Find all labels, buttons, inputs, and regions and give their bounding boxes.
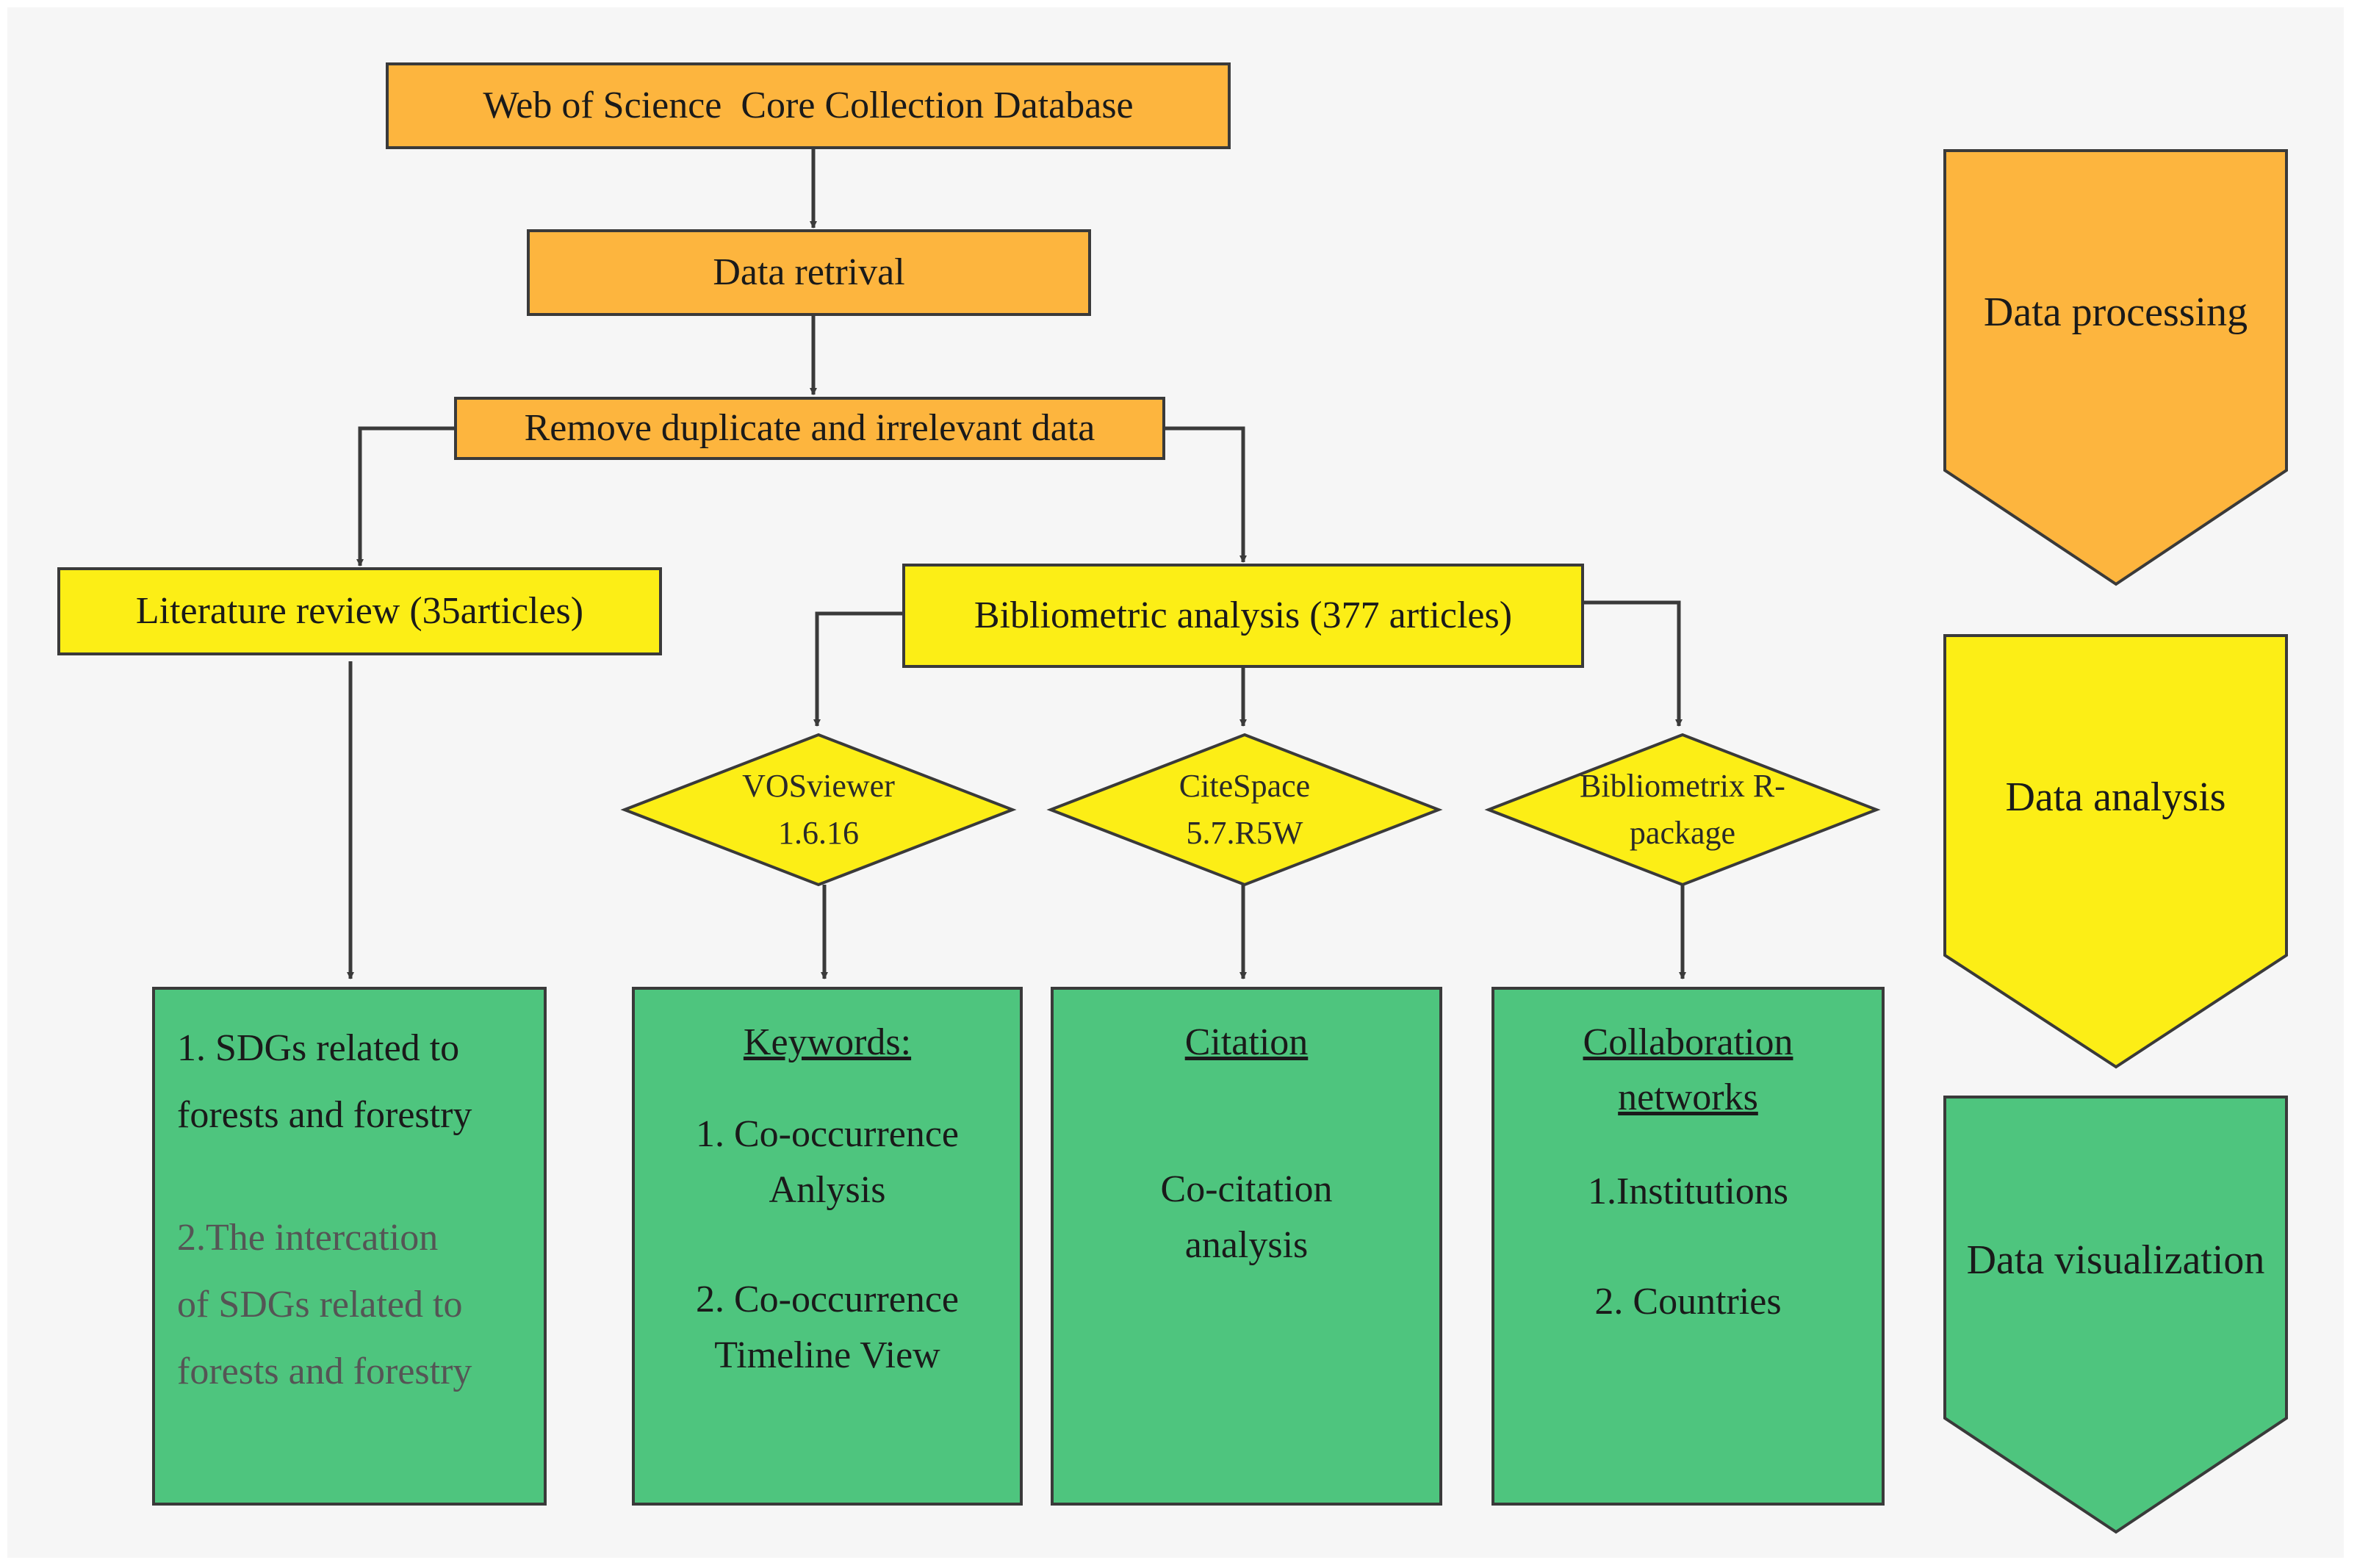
- sdgs-item-2-line-1: 2.The intercation: [177, 1217, 439, 1259]
- stage-analysis-shape: [1943, 634, 2288, 1069]
- vosviewer-diamond: [620, 733, 1017, 887]
- source-database-box: Web of Science Core Collection Database: [386, 62, 1231, 149]
- citation-title: Citation: [1184, 1021, 1309, 1063]
- citespace-diamond: [1046, 733, 1443, 887]
- remove-duplicates-box: Remove duplicate and irrelevant data: [454, 397, 1165, 460]
- arrow-clean-to-bibliometric: [1165, 426, 1247, 563]
- sdgs-item-2-line-3: forests and forestry: [177, 1351, 472, 1392]
- bibliometrix-label: Bibliometrix R- package: [1543, 760, 1822, 860]
- sdgs-item-2-line-2: of SDGs related to: [177, 1284, 463, 1326]
- citespace-name: CiteSpace: [1178, 768, 1311, 805]
- vosviewer-label: VOSviewer 1.6.16: [701, 760, 936, 860]
- citation-item-1-line-1: Co-citation: [1160, 1168, 1333, 1211]
- stage-visualization-label: Data visualization: [1966, 1237, 2265, 1283]
- citation-result-box: Citation Co-citation analysis: [1051, 987, 1442, 1506]
- sdgs-item-1-line-2: forests and forestry: [177, 1094, 472, 1136]
- collaboration-result-box: Collaboration networks 1.Institutions 2.…: [1491, 987, 1885, 1506]
- keywords-item-2-line-2: Timeline View: [714, 1334, 940, 1376]
- citation-item-1-line-2: analysis: [1184, 1223, 1309, 1266]
- keywords-title: Keywords:: [743, 1021, 912, 1063]
- citespace-label: CiteSpace 5.7.R5W: [1127, 760, 1362, 860]
- data-retrieval-label: Data retrival: [713, 251, 905, 293]
- sdgs-item-1-line-1: 1. SDGs related to: [177, 1027, 460, 1069]
- bibliometrix-name: Bibliometrix R-: [1580, 768, 1785, 805]
- source-database-label: Web of Science Core Collection Database: [483, 84, 1134, 126]
- vosviewer-version: 1.6.16: [777, 815, 859, 851]
- collaboration-item-1: 1.Institutions: [1587, 1170, 1789, 1212]
- stage-processing-shape: [1943, 149, 2288, 586]
- bibliometric-analysis-label: Bibliometric analysis (377 articles): [974, 594, 1513, 636]
- arrow-bibliometric-to-bibliometrix: [1583, 600, 1683, 727]
- arrow-bibliometric-to-vosviewer: [813, 611, 902, 727]
- literature-review-box: Literature review (35articles): [57, 567, 662, 655]
- stage-visualization-shape: [1943, 1096, 2288, 1534]
- remove-duplicates-label: Remove duplicate and irrelevant data: [524, 406, 1095, 449]
- keywords-result-box: Keywords: 1. Co-occurrence Anlysis 2. Co…: [632, 987, 1023, 1506]
- keywords-item-2-line-1: 2. Co-occurrence: [695, 1279, 960, 1321]
- citespace-version: 5.7.R5W: [1186, 815, 1303, 851]
- vosviewer-name: VOSviewer: [742, 768, 895, 805]
- keywords-item-1-line-2: Anlysis: [769, 1168, 886, 1211]
- bibliometrix-diamond: [1484, 733, 1881, 887]
- stage-processing-label: Data processing: [1983, 289, 2248, 335]
- collaboration-title-line-1: Collaboration: [1583, 1021, 1793, 1063]
- bibliometric-analysis-box: Bibliometric analysis (377 articles): [902, 564, 1584, 668]
- collaboration-title-line-2: networks: [1618, 1076, 1758, 1119]
- keywords-item-1-line-1: 1. Co-occurrence: [695, 1113, 960, 1156]
- collaboration-item-2: 2. Countries: [1594, 1281, 1782, 1323]
- sdgs-result-box: 1. SDGs related to forests and forestry …: [152, 987, 547, 1506]
- bibliometrix-package: package: [1629, 815, 1736, 851]
- flowchart-canvas: Web of Science Core Collection Database …: [7, 7, 2344, 1558]
- connector-layer: [347, 147, 2288, 1534]
- stage-analysis-label: Data analysis: [2005, 774, 2226, 820]
- data-retrieval-box: Data retrival: [527, 229, 1091, 316]
- literature-review-label: Literature review (35articles): [135, 589, 584, 632]
- arrow-clean-to-literature: [356, 426, 454, 567]
